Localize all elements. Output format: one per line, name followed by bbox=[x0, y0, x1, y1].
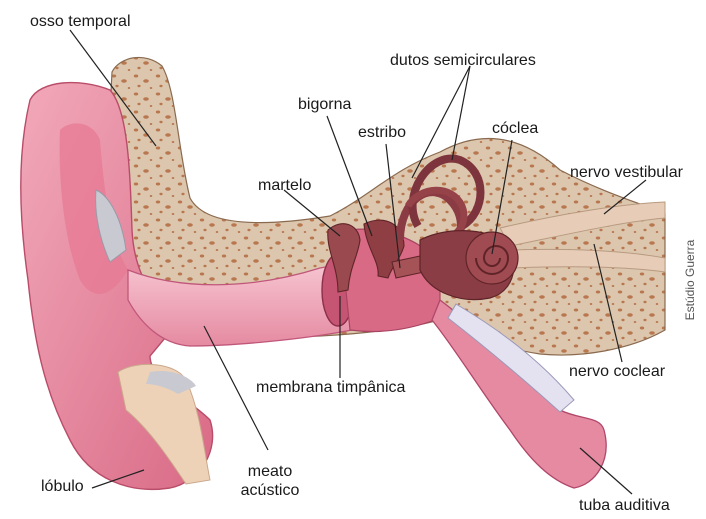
label-membrana-timpanica: membrana timpânica bbox=[256, 378, 405, 397]
label-dutos-semicirculares: dutos semicirculares bbox=[390, 51, 536, 70]
label-martelo: martelo bbox=[258, 176, 311, 195]
label-meato-acustico: meato acústico bbox=[232, 462, 308, 500]
label-nervo-vestibular: nervo vestibular bbox=[570, 163, 683, 182]
label-coclea: cóclea bbox=[492, 119, 538, 138]
label-meato-line2: acústico bbox=[232, 481, 308, 500]
label-bigorna: bigorna bbox=[298, 95, 351, 114]
label-tuba-auditiva: tuba auditiva bbox=[579, 496, 670, 515]
label-estribo: estribo bbox=[358, 123, 406, 142]
label-osso-temporal: osso temporal bbox=[30, 12, 131, 31]
label-meato-line1: meato bbox=[232, 462, 308, 481]
label-nervo-coclear: nervo coclear bbox=[569, 362, 665, 381]
image-credit: Estúdio Guerra bbox=[683, 240, 697, 321]
label-lobulo: lóbulo bbox=[41, 477, 84, 496]
